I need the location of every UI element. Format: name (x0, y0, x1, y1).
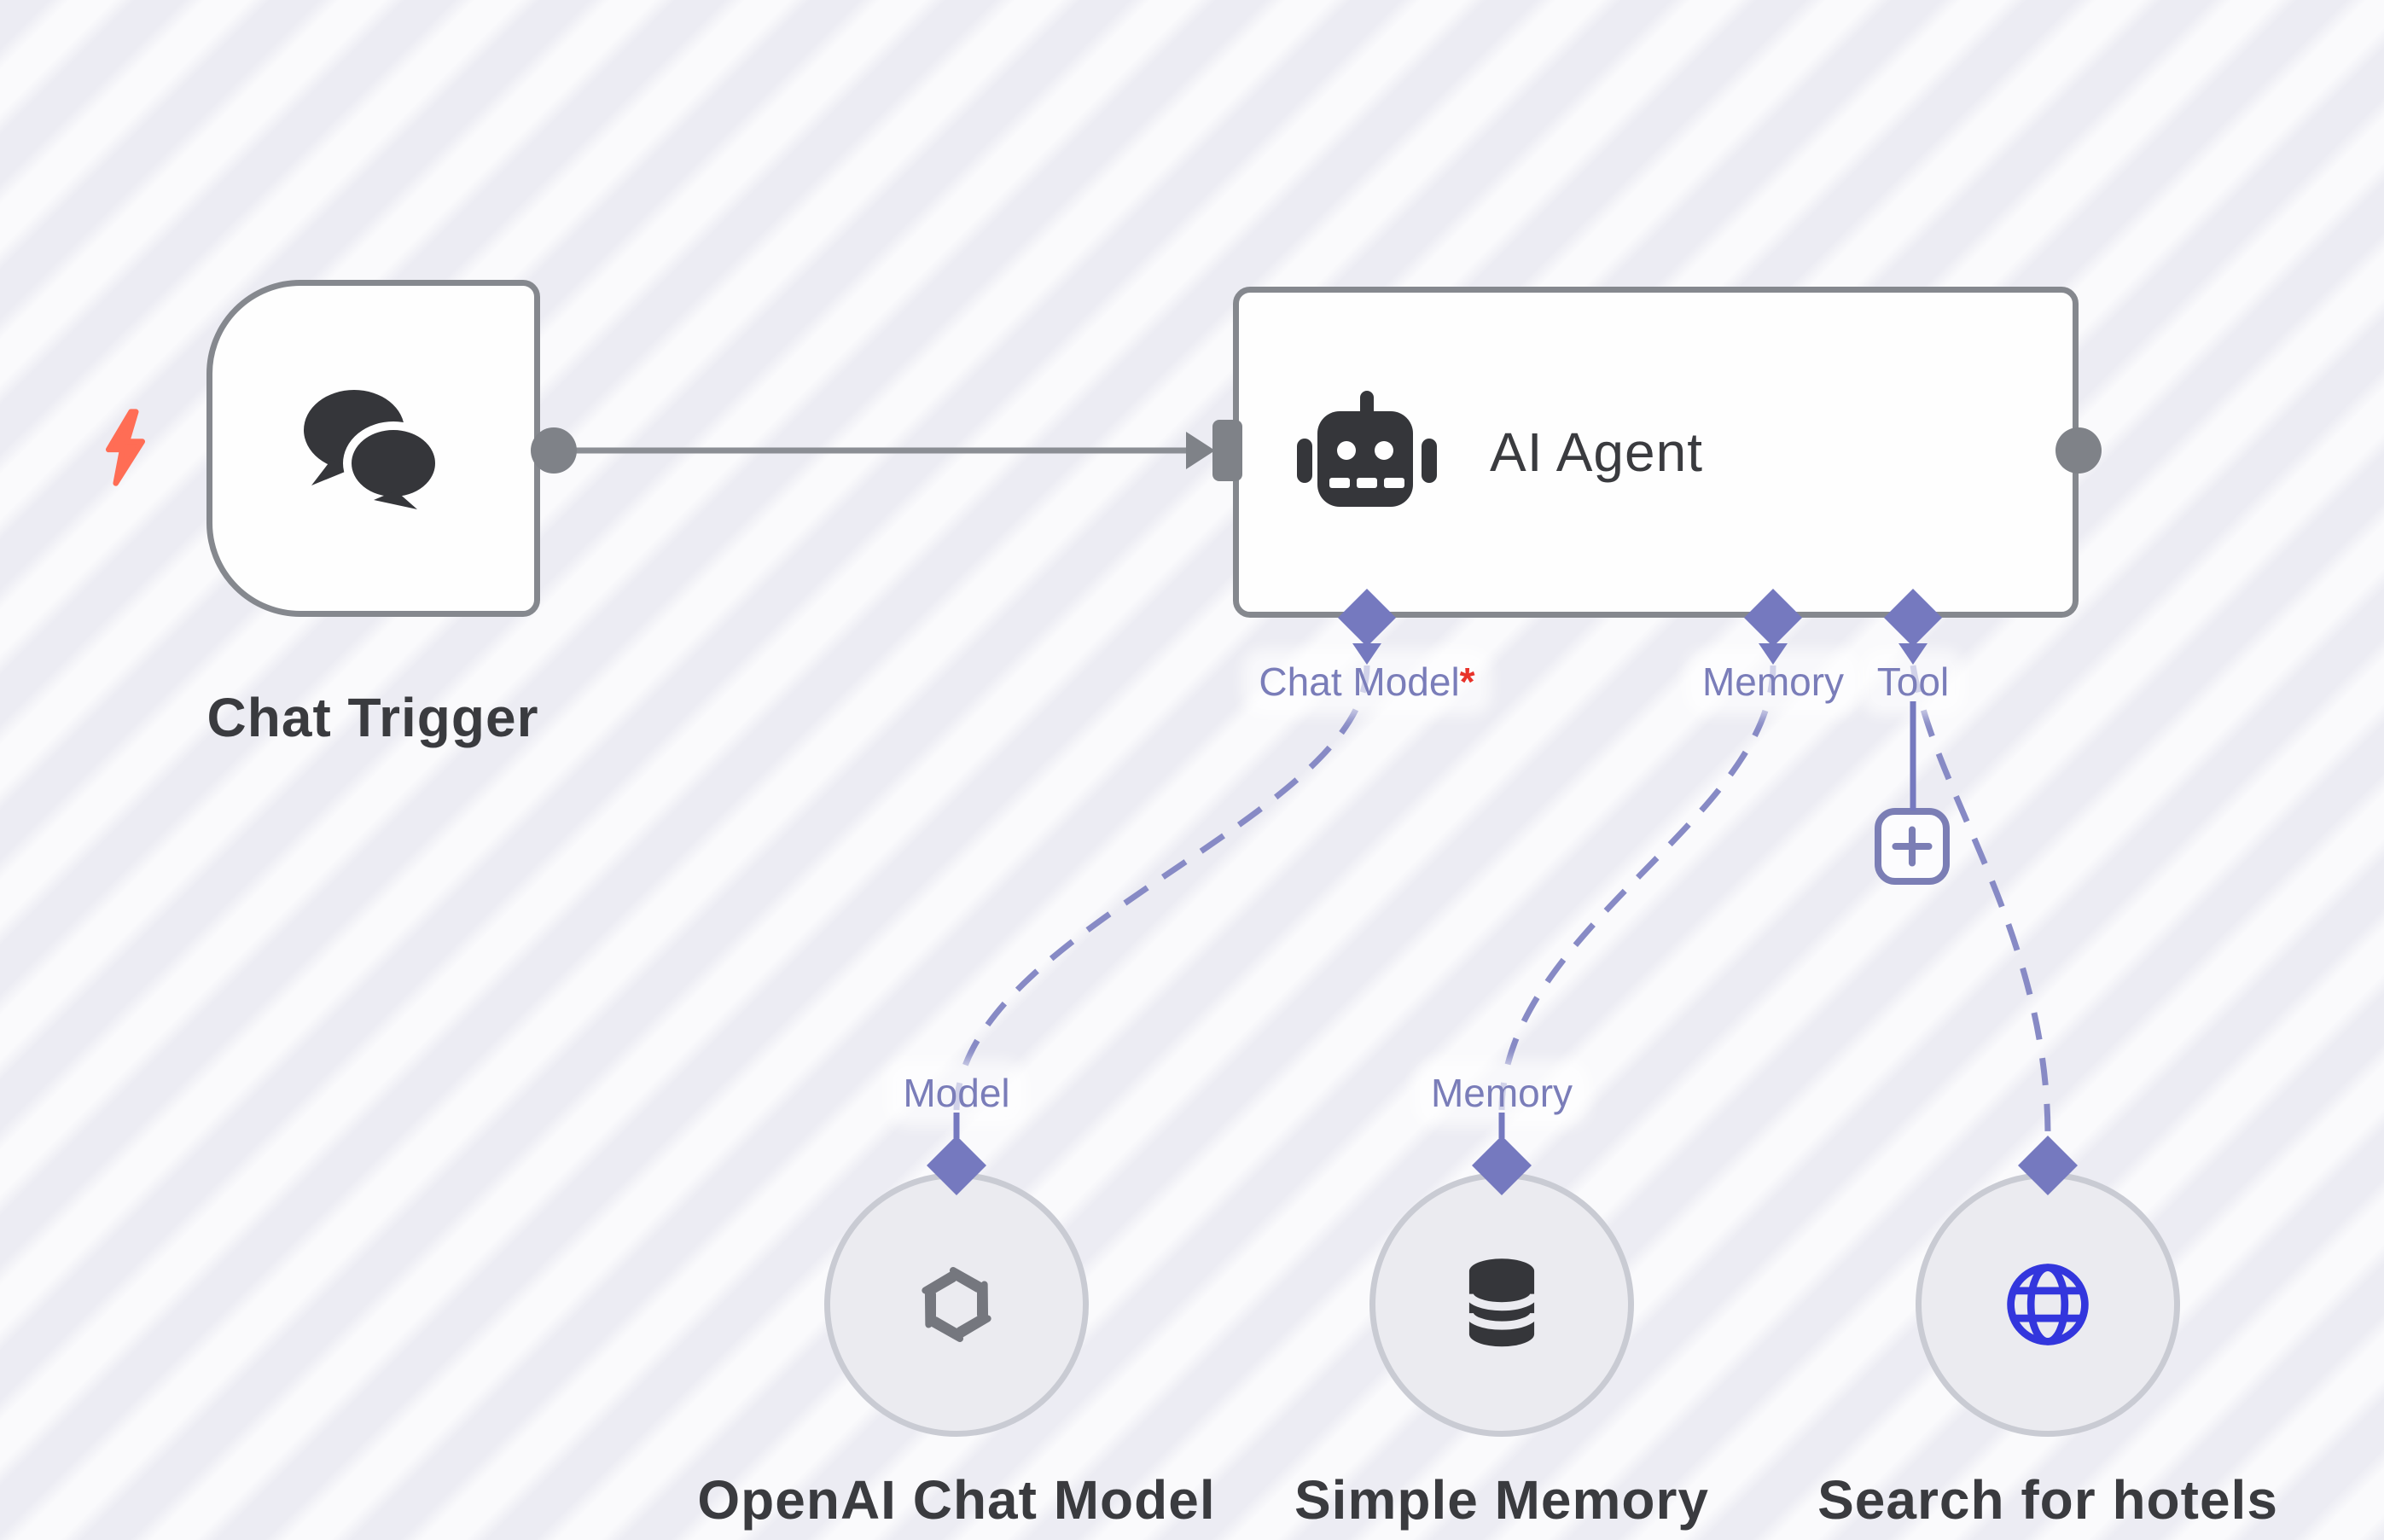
add-tool-button[interactable] (1875, 808, 1950, 885)
lightning-bolt-icon (105, 409, 146, 486)
node-chat-trigger[interactable] (206, 280, 540, 617)
lightning-bolt-shape (105, 409, 146, 486)
robot-icon (1297, 391, 1437, 507)
node-simple-memory[interactable] (1369, 1172, 1634, 1437)
globe-outline (2007, 1264, 2089, 1345)
search-for-hotels-label: Search for hotels (1817, 1469, 2278, 1531)
agent-node-title: AI Agent (1490, 421, 1703, 483)
openai-logo-petal (932, 1315, 991, 1339)
robot-mouth-1 (1329, 478, 1350, 488)
openai-logo-petal (950, 1267, 984, 1318)
agent-port-label-chat-model-text: Chat Model (1259, 660, 1460, 704)
simple-memory-label: Simple Memory (1294, 1469, 1710, 1531)
robot-eye-right (1375, 441, 1393, 460)
agent-port-label-chat-model[interactable]: Chat Model* (1252, 659, 1482, 706)
chat-bubble-small (342, 421, 444, 505)
openai-logo-petal (922, 1270, 981, 1294)
node-ai-agent[interactable]: AI Agent (1233, 287, 2079, 618)
openai-logo-petal (929, 1291, 963, 1342)
robot-mouth-3 (1384, 478, 1404, 488)
agent-port-label-memory[interactable]: Memory (1695, 659, 1852, 706)
openai-chat-model-label: OpenAI Chat Model (697, 1469, 1216, 1531)
robot-ear-left (1297, 439, 1312, 483)
connection-agent-to-openai[interactable] (953, 665, 1370, 1112)
plus-icon (1892, 826, 1933, 867)
memory-port-label-memory[interactable]: Memory (1423, 1070, 1580, 1118)
node-openai-chat-model[interactable] (824, 1172, 1089, 1437)
robot-ear-right (1422, 439, 1437, 483)
globe-meridian (2026, 1264, 2069, 1345)
robot-head (1317, 411, 1413, 507)
agent-port-label-tool[interactable]: Tool (1869, 659, 1957, 706)
database-divider-2 (1464, 1312, 1539, 1330)
openai-logo-icon (922, 1267, 991, 1342)
openai-logo-petal (924, 1275, 957, 1328)
required-marker: * (1459, 660, 1475, 704)
chat-bubbles-icon (303, 389, 444, 509)
chat-bubble-large-tail (311, 459, 353, 485)
connection-agent-to-tool[interactable] (1910, 665, 2051, 1137)
openai-logo-petal (956, 1281, 989, 1334)
globe-icon (2007, 1264, 2089, 1345)
chat-bubble-small-tail (373, 490, 417, 509)
agent-input-arrow (1186, 432, 1215, 469)
database-icon (1464, 1258, 1539, 1347)
openai-port-label-model[interactable]: Model (896, 1070, 1017, 1118)
connection-agent-to-memory[interactable] (1498, 665, 1776, 1112)
database-divider-1 (1464, 1293, 1539, 1311)
robot-mouth-2 (1357, 478, 1377, 488)
chat-trigger-label: Chat Trigger (206, 687, 539, 748)
robot-eye-left (1337, 441, 1356, 460)
plus-glyph (1892, 826, 1933, 867)
node-search-for-hotels[interactable] (1916, 1172, 2180, 1437)
